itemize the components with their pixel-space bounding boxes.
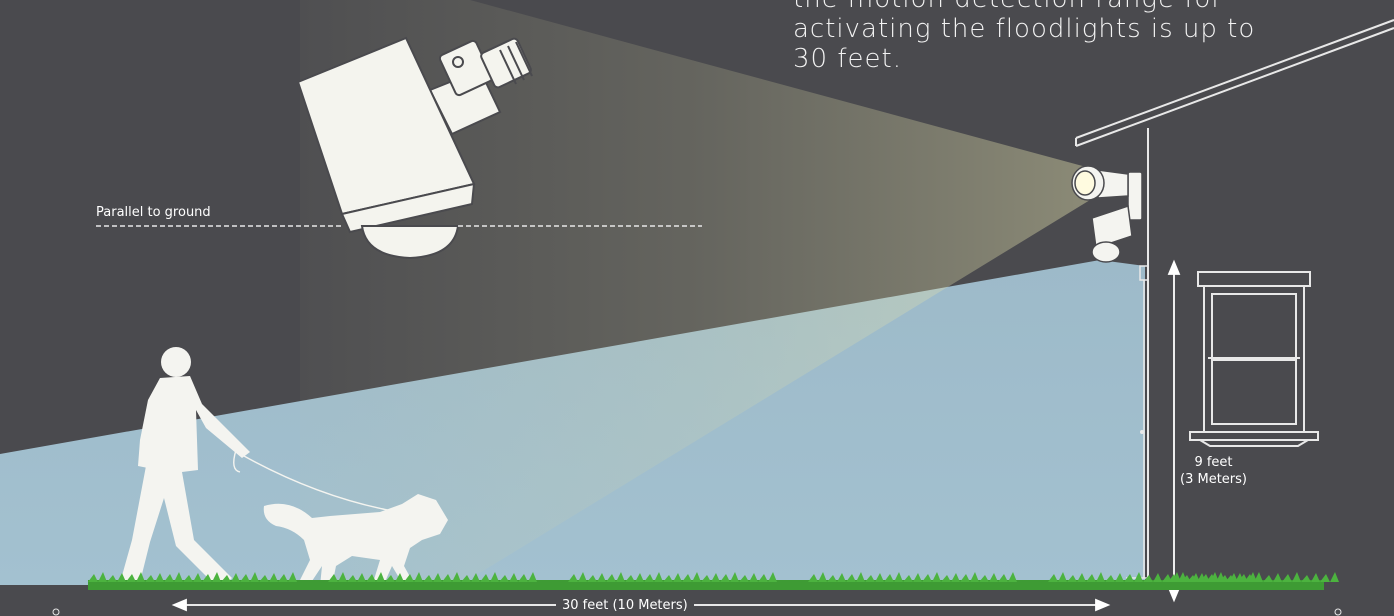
heading-line-3: 30 feet. — [793, 44, 1255, 74]
corner-marker-right — [1335, 609, 1341, 615]
mounted-floodlight — [1072, 166, 1142, 262]
parallel-label: Parallel to ground — [96, 205, 211, 220]
heading-text: the motion detection range for activatin… — [793, 0, 1255, 74]
corner-marker-left — [53, 609, 59, 615]
height-label-meters: (3 Meters) — [1180, 471, 1247, 488]
heading-line-1: the motion detection range for — [793, 0, 1255, 14]
height-arrow — [1169, 262, 1179, 600]
distance-label: 30 feet (10 Meters) — [556, 598, 694, 613]
height-label: 9 feet (3 Meters) — [1180, 454, 1247, 488]
heading-line-2: activating the floodlights is up to — [793, 14, 1255, 44]
house-window — [1190, 272, 1318, 446]
height-label-feet: 9 feet — [1180, 454, 1247, 471]
